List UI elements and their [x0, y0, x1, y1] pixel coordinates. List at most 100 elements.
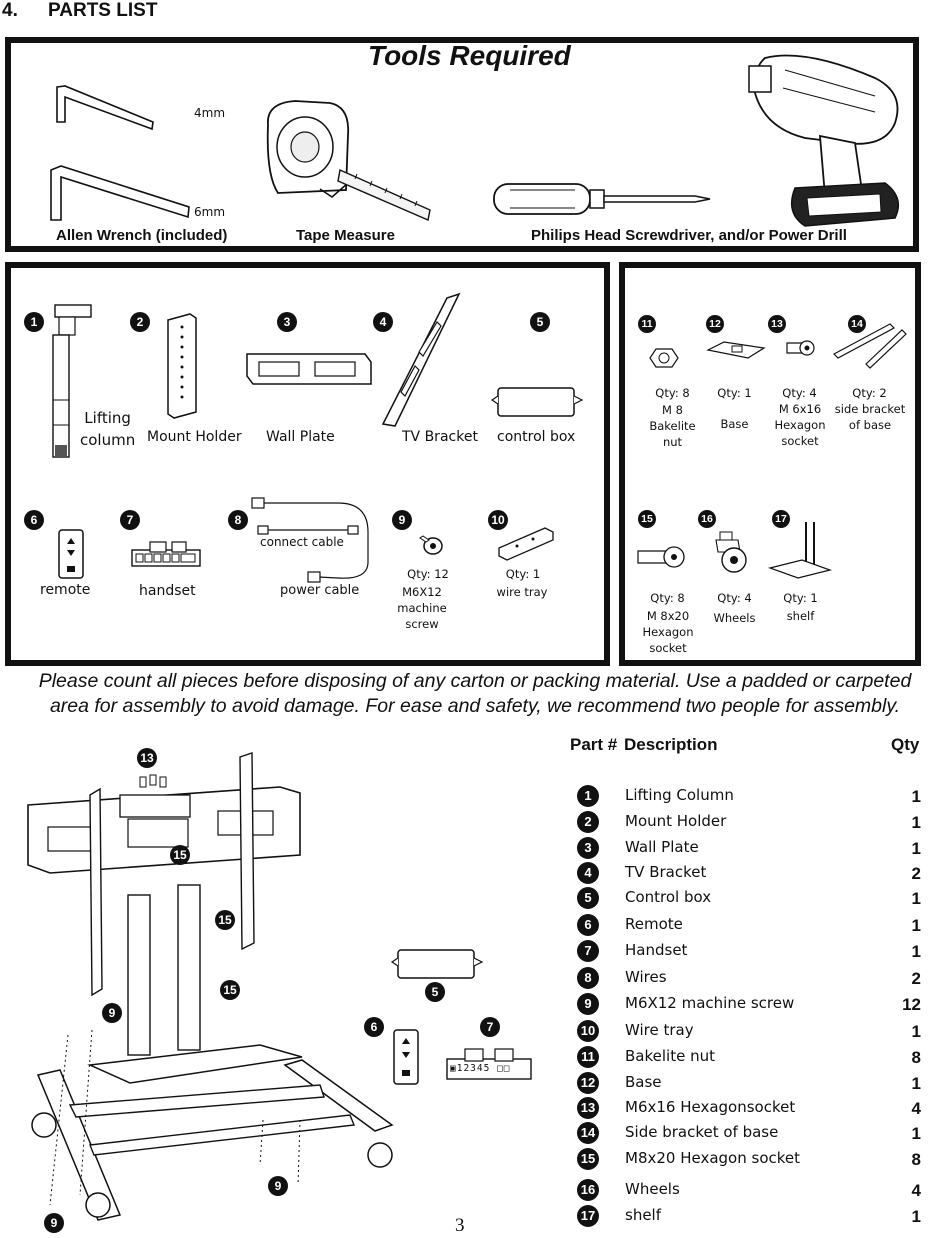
parts-panel-main — [5, 262, 610, 666]
part-11-label: M 8 Bakelite nut — [649, 403, 696, 449]
bakelite-nut-drawing — [649, 348, 679, 368]
row-part-number: 1 — [577, 785, 599, 807]
part-16-number: 16 — [698, 510, 716, 528]
row-part-number: 2 — [577, 811, 599, 833]
part-4-number: 4 — [373, 312, 393, 332]
row-description: Handset — [625, 941, 688, 959]
lifting-column-drawing — [52, 304, 92, 458]
table-row: 3 Wall Plate 1 — [575, 837, 925, 862]
section-title: PARTS LIST — [48, 0, 158, 21]
table-row: 2 Mount Holder 1 — [575, 811, 925, 836]
tool-label-allen-wrench: Allen Wrench (included) — [56, 227, 228, 244]
row-quantity: 1 — [911, 1074, 921, 1093]
part-10-label: wire tray — [496, 585, 548, 599]
handset-drawing — [131, 541, 201, 567]
row-quantity: 1 — [911, 813, 921, 832]
row-description: M6x16 Hexagonsocket — [625, 1098, 796, 1116]
row-description: Wall Plate — [625, 838, 699, 856]
diagram-callout-13: 13 — [137, 748, 157, 768]
part-9-qty: Qty: 12 — [407, 567, 449, 581]
row-part-number: 4 — [577, 862, 599, 884]
row-quantity: 2 — [911, 864, 921, 883]
diagram-callout-15c: 15 — [220, 980, 240, 1000]
row-quantity: 8 — [911, 1150, 921, 1169]
wall-plate-drawing — [246, 353, 372, 385]
row-quantity: 1 — [911, 889, 921, 908]
part-12-qty: Qty: 1 — [717, 386, 752, 400]
table-header-part: Part # — [570, 735, 618, 754]
row-description: Wire tray — [625, 1021, 694, 1039]
row-part-number: 14 — [577, 1122, 599, 1144]
row-quantity: 4 — [911, 1181, 921, 1200]
part-6-label: remote — [40, 582, 91, 598]
part-8-label: power cable — [280, 583, 360, 598]
handset-display: ▣12345 □□ — [450, 1063, 511, 1074]
row-quantity: 8 — [911, 1048, 921, 1067]
side-bracket-drawing — [833, 323, 907, 369]
row-description: M6X12 machine screw — [625, 994, 795, 1012]
section-number: 4. — [2, 0, 18, 21]
part-8-number: 8 — [228, 510, 248, 530]
row-description: Lifting Column — [625, 786, 734, 804]
power-drill-icon — [748, 54, 900, 227]
diagram-callout-9a: 9 — [102, 1003, 122, 1023]
tools-required-title: Tools Required — [368, 40, 571, 71]
row-part-number: 5 — [577, 887, 599, 909]
shelf-drawing — [767, 522, 833, 579]
row-part-number: 12 — [577, 1072, 599, 1094]
part-5-number: 5 — [530, 312, 550, 332]
part-13-qty: Qty: 4 — [782, 386, 817, 400]
part-1-number: 1 — [24, 312, 44, 332]
row-description: TV Bracket — [625, 863, 707, 881]
part-8-sublabel: connect cable — [260, 535, 344, 549]
diagram-callout-15a: 15 — [170, 845, 190, 865]
base-drawing — [706, 341, 766, 359]
table-row: 4 TV Bracket 2 — [575, 862, 925, 887]
tape-measure-icon — [266, 100, 431, 221]
part-13-number: 13 — [768, 315, 786, 333]
diagram-remote — [393, 1029, 419, 1085]
row-description: shelf — [625, 1206, 661, 1224]
row-part-number: 16 — [577, 1179, 599, 1201]
mount-holder-drawing — [167, 313, 197, 419]
part-17-number: 17 — [772, 510, 790, 528]
part-14-number: 14 — [848, 315, 866, 333]
row-quantity: 1 — [911, 916, 921, 935]
part-13-label: M 6x16 Hexagon socket — [774, 402, 826, 448]
part-12-label: Base — [720, 417, 749, 431]
wheel-drawing — [715, 531, 747, 573]
tv-bracket-drawing — [381, 292, 461, 427]
row-quantity: 1 — [911, 1124, 921, 1143]
part-17-qty: Qty: 1 — [783, 591, 818, 605]
part-10-number: 10 — [488, 510, 508, 530]
row-description: Wires — [625, 968, 667, 986]
part-3-number: 3 — [277, 312, 297, 332]
tool-label-screwdriver-drill: Philips Head Screwdriver, and/or Power D… — [531, 227, 847, 244]
part-15-label: M 8x20 Hexagon socket — [642, 609, 694, 655]
row-description: Mount Holder — [625, 812, 727, 830]
row-quantity: 1 — [911, 1022, 921, 1041]
part-15-qty: Qty: 8 — [650, 591, 685, 605]
row-quantity: 4 — [911, 1099, 921, 1118]
row-quantity: 1 — [911, 839, 921, 858]
part-14-label: side bracket of base — [834, 402, 906, 432]
part-12-number: 12 — [706, 315, 724, 333]
row-part-number: 3 — [577, 837, 599, 859]
row-description: Base — [625, 1073, 662, 1091]
allen-size-large: 6mm — [194, 205, 226, 219]
part-15-number: 15 — [638, 510, 656, 528]
row-quantity: 1 — [911, 1207, 921, 1226]
row-quantity: 12 — [902, 995, 921, 1014]
row-quantity: 1 — [911, 787, 921, 806]
row-part-number: 6 — [577, 914, 599, 936]
diagram-control-box — [390, 949, 484, 979]
row-part-number: 15 — [577, 1148, 599, 1170]
row-description: Bakelite nut — [625, 1047, 715, 1065]
